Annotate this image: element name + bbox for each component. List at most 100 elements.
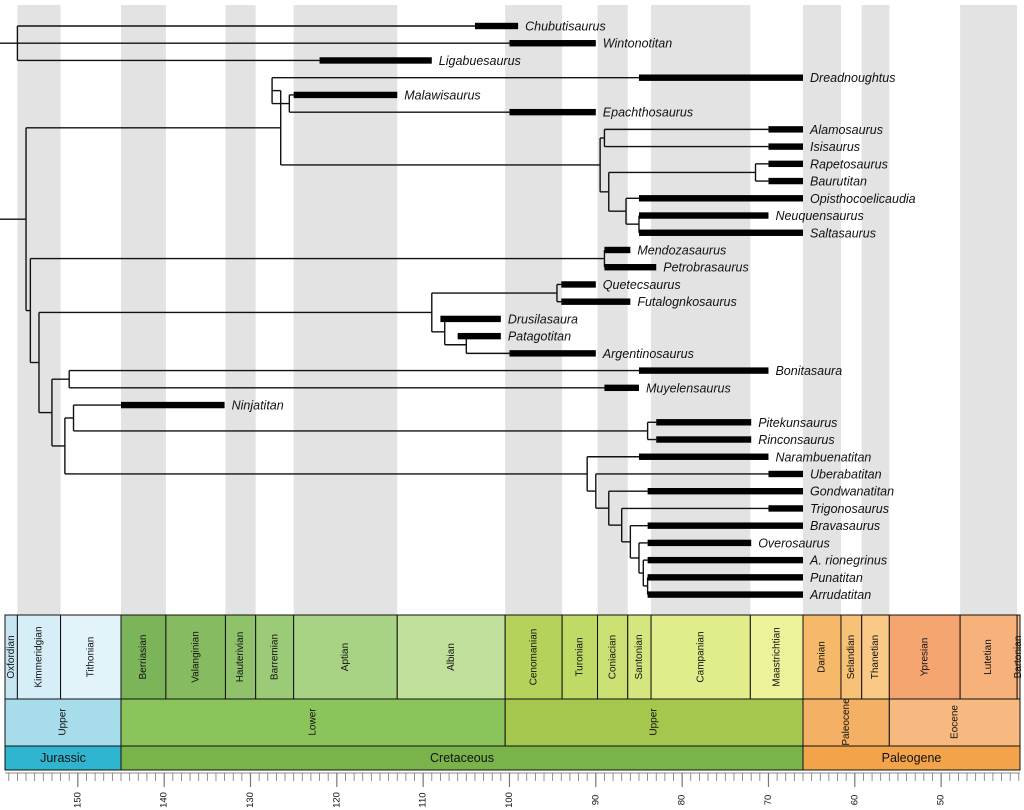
range-bar	[561, 298, 631, 305]
tick-label: 120	[331, 792, 342, 808]
period-cell	[120, 745, 804, 771]
stage-label: Santonian	[634, 634, 645, 679]
taxon-label: Wintonotitan	[603, 37, 672, 51]
taxon-label: Drusilasaura	[508, 312, 578, 326]
stage-label: Coniacian	[607, 635, 618, 679]
stage-band-aptian	[293, 5, 398, 615]
stage-label: Turonian	[574, 637, 585, 676]
taxon-label: Gondwanatitan	[810, 485, 894, 499]
phylogenetic-tree: ChubutisaurusWintonotitanLigabuesaurusDr…	[0, 5, 1018, 615]
range-bar	[768, 126, 803, 133]
taxon-label: Overosaurus	[758, 536, 830, 550]
taxon-label: A. rionegrinus	[809, 554, 887, 568]
range-bar	[656, 419, 752, 426]
stage-label: Selandian	[846, 635, 857, 679]
taxon-label: Rapetosaurus	[810, 157, 888, 171]
taxon-label: Mendozasaurus	[637, 243, 726, 257]
stage-label: Berriasian	[138, 634, 149, 679]
range-bar	[768, 143, 803, 150]
range-bar	[647, 539, 752, 547]
period-label: Paleogene	[882, 751, 942, 765]
taxon-label: Dreadnoughtus	[810, 71, 895, 85]
stage-label: Bartonian	[1013, 636, 1024, 679]
range-bar	[638, 453, 769, 460]
range-bar	[768, 177, 803, 185]
taxon-label: Neuquensaurus	[775, 209, 863, 223]
range-bar	[647, 574, 803, 581]
stage-label: Aptian	[340, 643, 351, 671]
stage-band-kimmeridgian	[17, 5, 61, 615]
taxon-label: Futalognkosaurus	[637, 295, 736, 309]
period-label: Cretaceous	[430, 751, 494, 765]
taxon-label: Chubutisaurus	[525, 20, 606, 34]
range-bar	[509, 108, 596, 116]
range-bar	[638, 367, 769, 374]
stage-band-coniacian	[597, 5, 628, 615]
taxon-label: Saltasaurus	[810, 226, 876, 240]
stage-cell	[650, 614, 751, 700]
stage-cell	[504, 614, 563, 700]
stage-cell	[293, 614, 398, 700]
range-bar	[319, 57, 432, 64]
tick-label: 100	[504, 792, 515, 808]
range-bar	[768, 505, 803, 512]
tick-label: 60	[849, 795, 860, 806]
taxon-label: Epachthosaurus	[603, 106, 693, 120]
taxon-label: Ninjatitan	[232, 399, 284, 413]
taxon-label: Isisaurus	[810, 140, 860, 154]
series-label: Upper	[649, 708, 660, 736]
stage-band-lutetian	[960, 5, 1018, 615]
stage-label: Hauterivian	[235, 632, 246, 683]
stage-label: Cenomanian	[528, 629, 539, 686]
tick-label: 90	[590, 795, 601, 806]
stage-band-berriasian	[121, 5, 166, 615]
taxon-label: Arrudatitan	[809, 588, 871, 602]
stage-label: Maastrichtian	[771, 627, 782, 686]
series-cell	[4, 698, 122, 747]
tick-label: 130	[245, 792, 256, 808]
stage-label: Ypresian	[919, 638, 930, 677]
tick-label: 50	[936, 795, 947, 806]
range-bar	[647, 522, 803, 529]
range-bar	[604, 264, 657, 271]
range-bar	[474, 22, 519, 30]
taxon-label: Bravasaurus	[810, 519, 880, 533]
taxon-label: Punatitan	[810, 571, 863, 585]
taxon-label: Pitekunsaurus	[758, 416, 837, 430]
stage-cell	[861, 614, 890, 700]
stage-cell	[255, 614, 295, 700]
tick-label: 70	[763, 795, 774, 806]
stage-band-hauterivian	[225, 5, 256, 615]
stage-cell	[597, 614, 629, 700]
range-bar	[638, 212, 769, 219]
stage-label: Oxfordian	[6, 635, 17, 678]
tick-label: 110	[418, 792, 429, 807]
stage-cell	[959, 614, 1018, 700]
range-bar	[768, 470, 803, 478]
series-cell	[120, 698, 506, 747]
taxon-label: Argentinosaurus	[602, 347, 694, 361]
stage-label: Lutetian	[983, 639, 994, 675]
stage-label: Barremian	[269, 634, 280, 680]
stage-label: Danian	[817, 641, 828, 673]
period-label: Jurassic	[40, 751, 86, 765]
range-bar	[509, 350, 596, 357]
range-bar	[638, 74, 803, 81]
taxon-label: Alamosaurus	[809, 123, 883, 137]
range-bar	[647, 488, 803, 495]
range-bar	[604, 246, 631, 254]
stage-label: Albian	[446, 643, 457, 671]
taxon-label: Trigonosaurus	[810, 502, 889, 516]
stage-cell	[165, 614, 226, 700]
taxon-label: Uberabatitan	[810, 467, 882, 481]
range-bar	[768, 160, 803, 168]
stage-label: Kimmeridgian	[34, 626, 45, 687]
range-bar	[440, 315, 501, 323]
taxon-label: Bonitasaura	[775, 364, 842, 378]
stage-band-cenomanian	[505, 5, 563, 615]
range-bar	[561, 281, 596, 288]
range-bar	[656, 436, 752, 443]
taxon-label: Rinconsaurus	[758, 433, 834, 447]
